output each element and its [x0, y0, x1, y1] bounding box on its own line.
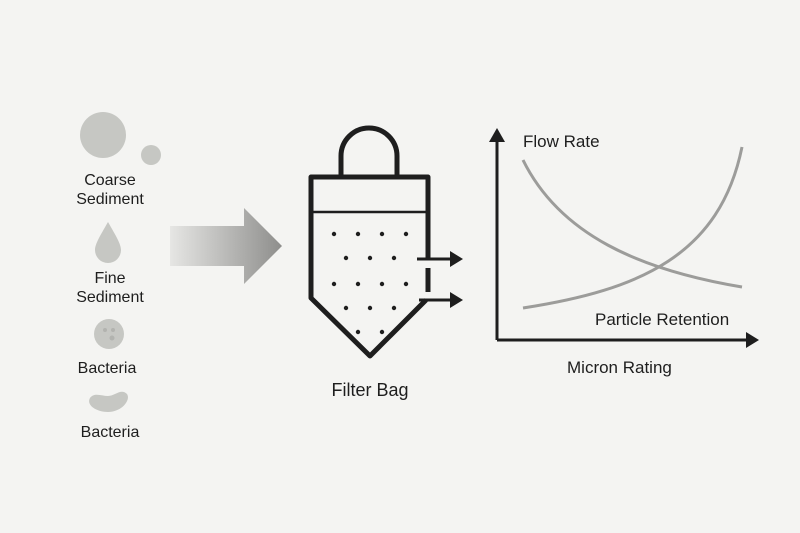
filter-bag-handle — [338, 125, 400, 177]
bacteria-bean-icon — [89, 391, 128, 412]
filter-bag-label: Filter Bag — [331, 380, 409, 400]
flow-rate-label: Flow Rate — [523, 132, 600, 151]
label-line: Fine — [94, 270, 126, 287]
outflow-arrows — [417, 251, 463, 308]
particle-retention-label: Particle Retention — [595, 310, 730, 329]
filter-bag-icon — [308, 125, 431, 359]
label-line: Sediment — [76, 191, 144, 208]
label-line: Sediment — [76, 289, 144, 306]
fine-sediment-droplet-icon — [95, 222, 121, 263]
flow-arrow — [170, 208, 282, 284]
particle-retention-curve — [522, 146, 744, 310]
filter-bag-dots — [331, 231, 409, 335]
bacteria-label-2: Bacteria — [80, 424, 140, 441]
bacteria-spotted-icon — [94, 319, 124, 349]
label-line: Coarse — [84, 172, 136, 189]
micron-rating-label: Micron Rating — [567, 358, 672, 377]
flow-rate-curve — [521, 159, 743, 289]
filter-bag-body — [308, 174, 431, 359]
graph-axes — [489, 128, 759, 348]
bacteria-label-1: Bacteria — [77, 360, 137, 377]
coarse-sediment-icon — [80, 112, 161, 165]
